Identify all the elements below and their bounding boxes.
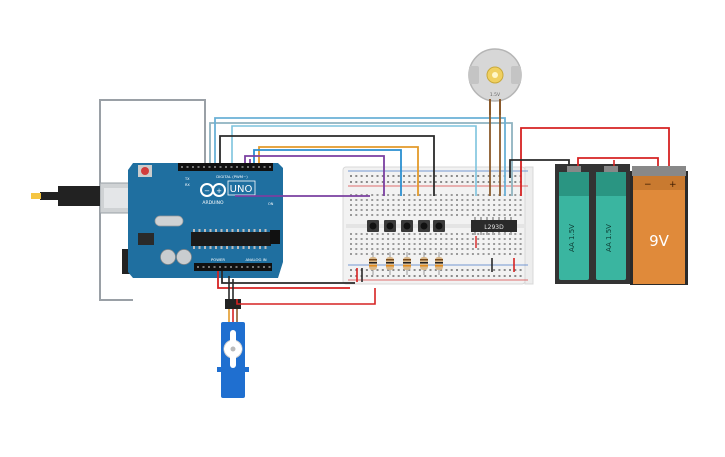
dc-motor[interactable]: 1.5V xyxy=(468,48,522,115)
power-label: POWER xyxy=(211,257,225,262)
usb-chip xyxy=(138,233,154,245)
icsp-header xyxy=(270,230,280,244)
arduino-logo: − + xyxy=(200,183,226,197)
battery-aa-2[interactable]: AA 1.5V xyxy=(592,164,630,284)
capacitor-2 xyxy=(176,249,192,265)
wires-front xyxy=(209,115,670,305)
servo-motor[interactable] xyxy=(217,299,249,398)
resistor-3[interactable] xyxy=(403,252,411,275)
push-button-3[interactable] xyxy=(401,220,413,232)
resistor-4[interactable] xyxy=(420,252,428,275)
battery-aa-1[interactable]: AA 1.5V xyxy=(555,164,593,284)
resistor-1[interactable] xyxy=(369,252,377,275)
svg-text:+: + xyxy=(216,187,222,195)
digital-pins-label: DIGITAL (PWM~) xyxy=(216,174,248,179)
atmega-chip xyxy=(191,232,271,246)
chip-label: L293D xyxy=(484,224,504,231)
servo-connector xyxy=(225,299,241,309)
servo-power-wire[interactable] xyxy=(236,288,376,305)
red-wire-aa[interactable] xyxy=(577,157,659,166)
push-button-2[interactable] xyxy=(384,220,396,232)
orange-wire[interactable] xyxy=(258,146,419,196)
light-blue-wire-2[interactable] xyxy=(231,125,477,196)
battery-9v-minus: − xyxy=(644,180,652,190)
push-button-1[interactable] xyxy=(367,220,379,232)
red-wire-5v[interactable] xyxy=(217,271,350,289)
resistor-5[interactable] xyxy=(435,252,443,275)
black-wire-1[interactable] xyxy=(219,135,435,196)
push-button-5[interactable] xyxy=(433,220,445,232)
breadboard-holes xyxy=(350,175,522,277)
atmega-pins xyxy=(193,229,267,249)
resistor-2[interactable] xyxy=(386,252,394,275)
capacitor-1 xyxy=(160,249,176,265)
motor-label: 1.5V xyxy=(490,92,501,98)
motor-driver-chip[interactable]: L293D xyxy=(471,217,517,235)
on-label: ON xyxy=(268,202,274,206)
rx-label: RX xyxy=(185,183,190,187)
crystal xyxy=(154,215,184,227)
battery-aa-2-label: AA 1.5V xyxy=(605,224,613,252)
resistors xyxy=(369,252,443,275)
battery-9v[interactable]: − + 9V xyxy=(630,166,688,285)
tx-label: TX xyxy=(184,177,190,181)
battery-9v-plus: + xyxy=(669,180,677,190)
black-wire-battery[interactable] xyxy=(509,159,570,178)
push-buttons xyxy=(367,220,445,232)
battery-9v-label: 9V xyxy=(649,232,670,250)
arduino-uno-board[interactable]: − + ARDUINO UNO DIGITAL (PWM~) TX RX ON … xyxy=(99,163,283,278)
arduino-model: UNO xyxy=(230,184,253,195)
arduino-brand: ARDUINO xyxy=(202,200,224,206)
red-wire-9v[interactable] xyxy=(520,127,670,196)
svg-text:−: − xyxy=(204,187,210,195)
arduino-header-pins xyxy=(181,166,271,268)
push-button-4[interactable] xyxy=(418,220,430,232)
gray-loop-wire[interactable] xyxy=(99,99,206,301)
battery-aa-1-label: AA 1.5V xyxy=(568,224,576,252)
usb-cable xyxy=(31,186,100,206)
analog-label: ANALOG IN xyxy=(245,257,266,262)
blue-wire-upper[interactable] xyxy=(214,117,506,196)
breadboard-jumpers xyxy=(356,236,515,282)
purple-wire-1[interactable] xyxy=(244,155,385,196)
black-wire-gnd[interactable] xyxy=(221,271,355,284)
wires-back xyxy=(99,99,206,301)
